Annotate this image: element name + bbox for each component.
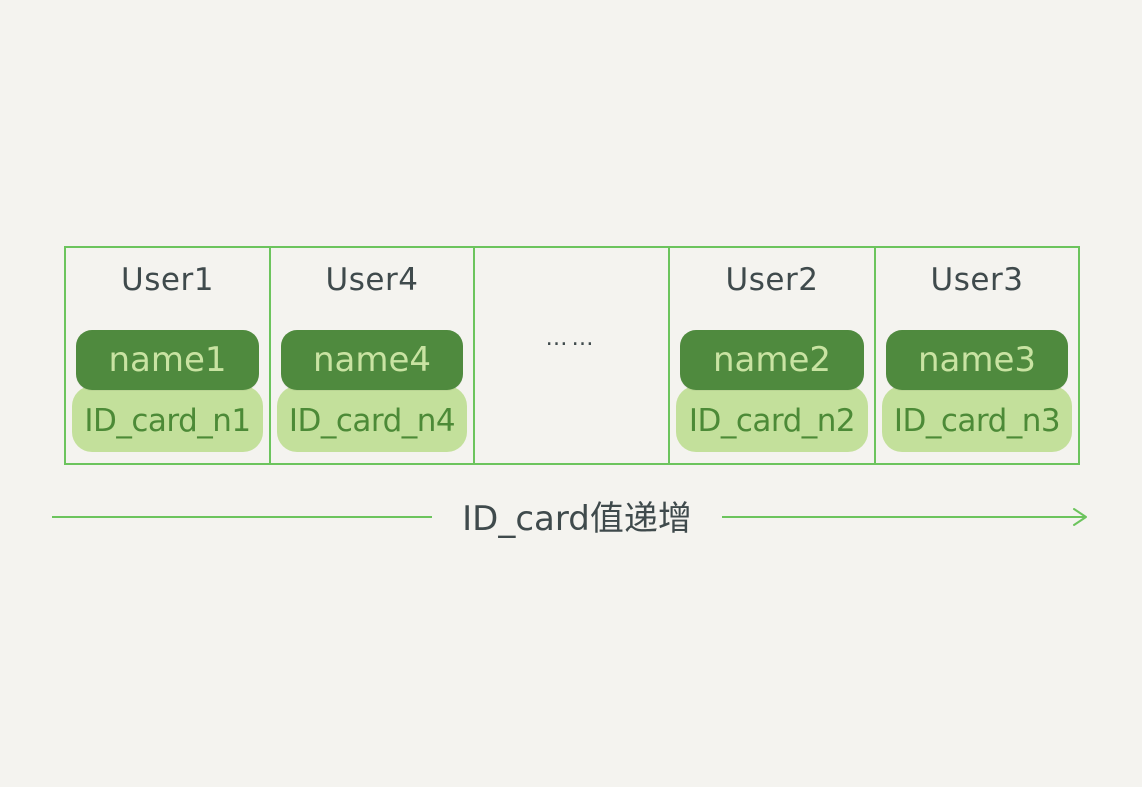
name-field: name1 [76,330,259,390]
id-card-field: ID_card_n3 [882,386,1072,452]
name-field: name2 [680,330,864,390]
record-cell: User2 name2 ID_card_n2 [668,246,876,465]
record-cell: User4 name4 ID_card_n4 [269,246,475,465]
user-label: User2 [725,262,819,298]
ellipsis: …… [545,326,598,351]
record-cell: User3 name3 ID_card_n3 [874,246,1080,465]
arrow-head-icon [1073,508,1087,526]
axis-label: ID_card值递增 [432,494,722,544]
name-field: name3 [886,330,1068,390]
user-label: User3 [930,262,1024,298]
name-field: name4 [281,330,463,390]
id-card-field: ID_card_n2 [676,386,868,452]
id-card-field: ID_card_n4 [277,386,467,452]
id-card-field: ID_card_n1 [72,386,263,452]
user-label: User4 [325,262,419,298]
user-label: User1 [121,262,214,298]
record-cell: User1 name1 ID_card_n1 [64,246,271,465]
